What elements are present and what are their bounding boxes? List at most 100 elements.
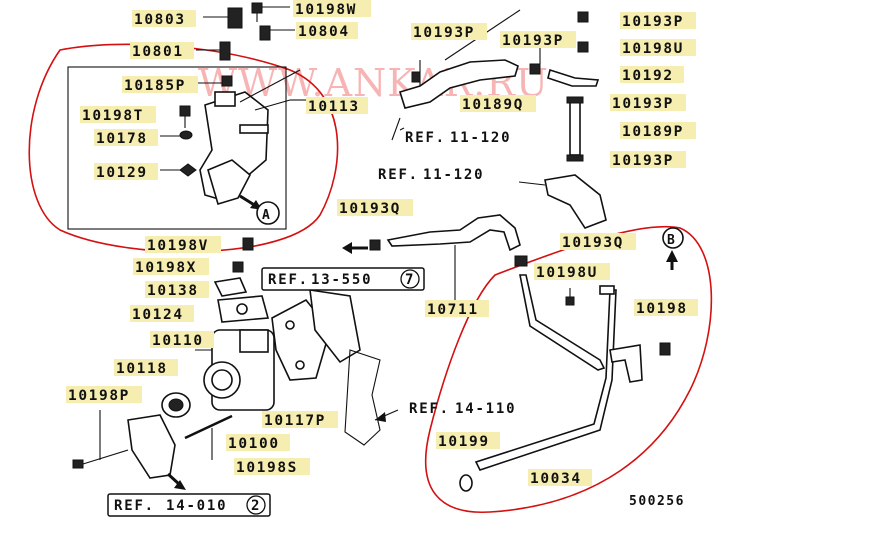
ref-11120-pipe [391,117,607,229]
svg-text:10193P: 10193P [622,14,684,30]
gasket-10124 [217,295,270,323]
label-10138: 10138 [145,281,209,299]
label-10193p-b: 10193P [500,31,576,49]
svg-text:10198S: 10198S [236,460,298,476]
label-10198u-a: 10198U [620,39,696,57]
label-10178: 10178 [94,129,158,147]
label-10124: 10124 [130,305,194,323]
housing-assembly-10113 [199,69,306,205]
ref-13550-shape [344,349,381,446]
label-10804: 10804 [296,22,358,40]
oring-10178 [160,130,193,140]
svg-text:10198U: 10198U [622,41,684,57]
callout-a: A [262,208,271,223]
label-10803: 10803 [132,10,196,28]
svg-text:10198X: 10198X [135,260,197,276]
label-10198s: 10198S [234,458,310,476]
clamp-10193p-left [411,71,421,83]
label-10193q-a: 10193Q [337,199,413,217]
label-10198t: 10198T [80,106,156,124]
bolt-10198 [659,342,671,356]
svg-text:10198V: 10198V [147,238,209,254]
red-circle-right [425,225,713,513]
label-10193q-b: 10193Q [560,233,636,251]
sensor-10803 [203,7,243,29]
svg-text:10803: 10803 [134,12,186,28]
bolt-10198u-top [577,41,589,53]
thermostat-10118 [161,392,191,418]
callout-b: B [667,233,676,248]
label-10189q: 10189Q [460,95,536,113]
pipe-10192 [547,68,600,87]
svg-text:REF.: REF. [268,272,309,288]
svg-text:10198U: 10198U [536,265,598,281]
label-10192: 10192 [620,66,684,84]
svg-text:2: 2 [251,498,261,514]
bolt-10198w [251,2,290,22]
ref-14-110: REF. 14-110 [409,401,515,417]
label-10198p: 10198P [66,386,142,404]
svg-text:10129: 10129 [96,165,148,181]
label-10199: 10199 [436,432,500,450]
svg-text:10199: 10199 [438,434,490,450]
bolt-10198t [179,105,191,128]
red-circle-left [28,43,339,253]
svg-text:10198: 10198 [636,301,688,317]
label-10198w: 10198W [293,0,371,18]
label-10034: 10034 [528,469,592,487]
svg-text:10178: 10178 [96,131,148,147]
oring-10199 [459,474,473,492]
svg-text:14-010: 14-010 [166,498,227,514]
svg-text:11-120: 11-120 [450,130,511,146]
label-10711: 10711 [425,300,489,318]
svg-text:10193P: 10193P [612,153,674,169]
label-10189p: 10189P [620,122,696,140]
gasket-10129 [160,163,197,177]
svg-text:REF.: REF. [405,130,446,146]
bolt-10198v [242,237,254,251]
svg-text:10198T: 10198T [82,108,144,124]
pipe-right-assembly [474,274,643,471]
svg-text:10193P: 10193P [502,33,564,49]
bolt-10198x [232,261,244,273]
arrow-b: B [662,227,684,270]
label-10193p-a: 10193P [411,23,487,41]
ref-13-550[interactable]: REF. 13-550 7 [261,267,425,291]
svg-text:10100: 10100 [228,436,280,452]
svg-text:10189Q: 10189Q [462,97,524,113]
label-10117p: 10117P [262,411,338,429]
clamp-10193q-right [514,255,528,267]
hose-10711 [386,214,521,300]
bolt-10198s [184,414,233,460]
svg-text:REF.: REF. [378,167,419,183]
label-10193p-d: 10193P [610,94,686,112]
svg-text:10193P: 10193P [413,25,475,41]
label-10198x: 10198X [133,258,209,276]
bolt-10185p [196,75,233,87]
svg-text:10198P: 10198P [68,388,130,404]
label-10185p: 10185P [122,76,198,94]
svg-text:11-120: 11-120 [423,167,484,183]
svg-text:10113: 10113 [308,99,360,115]
label-10198: 10198 [634,299,698,317]
label-10129: 10129 [94,163,158,181]
svg-text:10189P: 10189P [622,124,684,140]
svg-text:10034: 10034 [530,471,582,487]
svg-text:10193Q: 10193Q [562,235,624,251]
label-10193p-e: 10193P [610,151,686,169]
clamp-top-right [577,11,589,23]
ref-14-010[interactable]: REF. 14-010 2 [107,493,271,517]
svg-text:10804: 10804 [298,24,350,40]
svg-text:10193Q: 10193Q [339,201,401,217]
ref-11-120-top: REF. 11-120 [399,127,511,146]
label-10100: 10100 [226,434,290,452]
svg-text:10110: 10110 [152,333,204,349]
svg-text:10711: 10711 [427,302,479,318]
label-10118: 10118 [114,359,178,377]
arrow-14010 [166,472,186,490]
svg-text:10138: 10138 [147,283,199,299]
diagram-code: 500256 [629,494,685,509]
label-10801: 10801 [130,42,194,60]
label-10193p-c: 10193P [620,12,696,30]
